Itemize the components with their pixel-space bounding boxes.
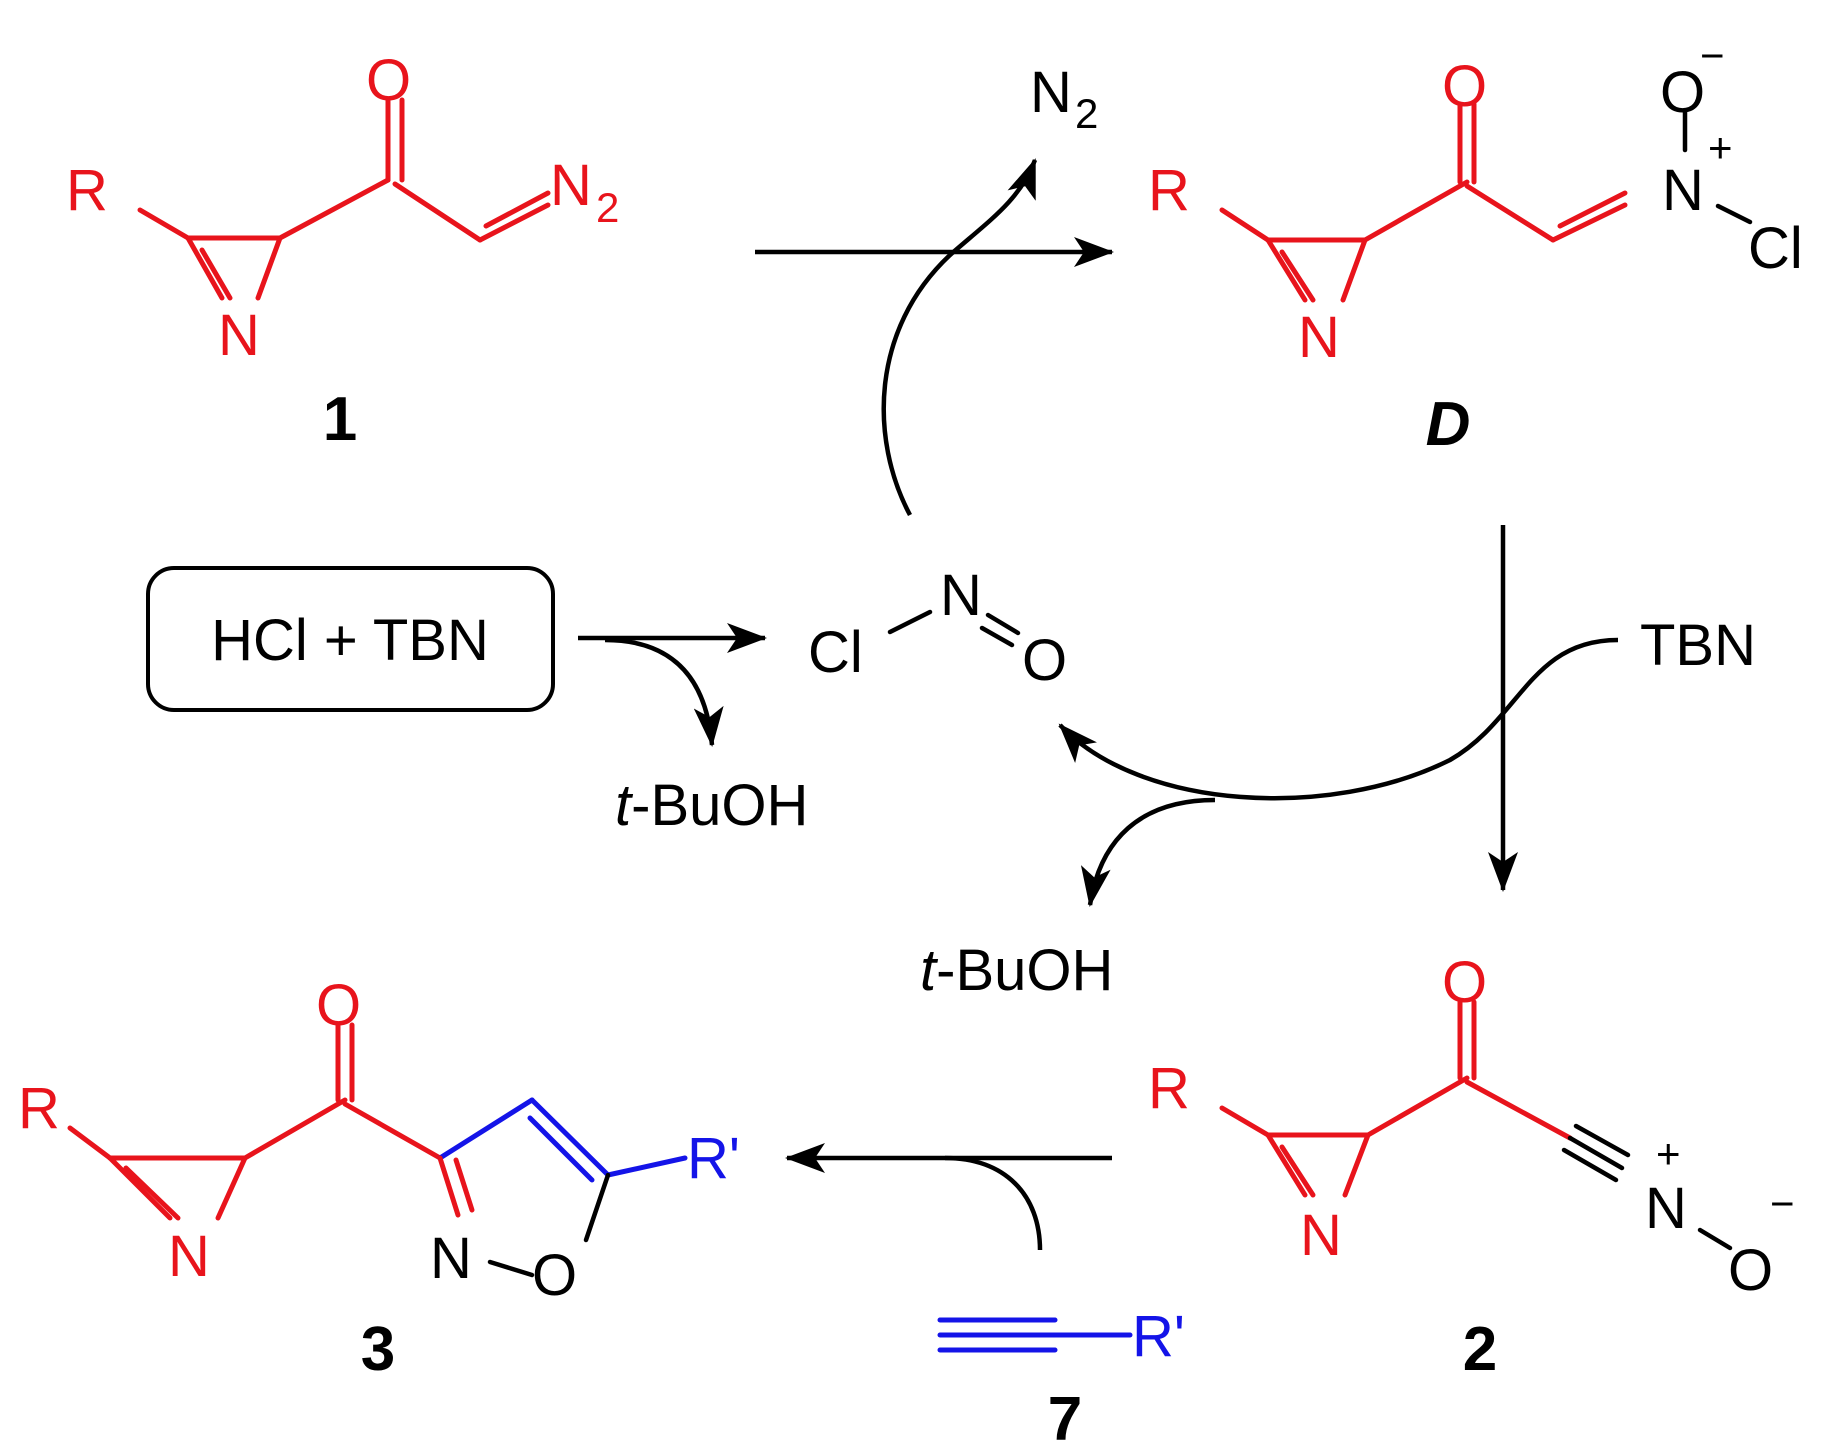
compound-1: R O N N 2 1: [66, 48, 619, 454]
plus-charge: +: [1656, 1130, 1681, 1177]
svg-text:t-BuOH: t-BuOH: [615, 773, 808, 838]
oxygen-label: O: [1660, 60, 1705, 125]
n2-main: N: [1030, 60, 1072, 125]
carbonyl-oxygen-label: O: [366, 48, 411, 113]
tbuoh-italic-t: t: [920, 938, 939, 1003]
compound-number-2: 2: [1463, 1315, 1497, 1384]
hcl-tbn-box: HCl + TBN: [146, 566, 555, 712]
diazo-subscript: 2: [596, 184, 619, 231]
tbuoh-left: t-BuOH: [615, 773, 808, 838]
r-prime-label: R': [1132, 1304, 1185, 1369]
minus-charge: −: [1770, 1180, 1795, 1227]
n2-label: N 2: [1030, 60, 1098, 137]
nitrogen-label: N: [940, 563, 982, 628]
tbuoh-right: t-BuOH: [920, 938, 1113, 1003]
compound-number-3: 3: [361, 1315, 395, 1384]
r-group-label: R: [1148, 1056, 1190, 1121]
chlorine-label: Cl: [808, 620, 863, 685]
arrow-to-tbuoh-left: [604, 637, 724, 747]
intermediate-label-d: D: [1426, 390, 1471, 459]
arrow-nocl-to-n2: [881, 158, 1038, 517]
compound-2: R O N N + O − 2: [1148, 950, 1795, 1384]
azirine-nitrogen-label: N: [168, 1224, 210, 1289]
azirine-nitrogen-label: N: [218, 303, 260, 368]
tbuoh-italic-t: t: [615, 773, 634, 838]
r-group-label: R: [1148, 158, 1190, 223]
isoxazole-oxygen-label: O: [532, 1243, 577, 1308]
oxygen-label: O: [1728, 1238, 1773, 1303]
arrow-7-joins: [944, 1155, 1043, 1251]
carbonyl-oxygen-label: O: [1442, 54, 1487, 119]
compound-3: R O N R' N O 3: [18, 973, 740, 1384]
diazo-nitrogen-label: N: [550, 153, 592, 218]
nitrogen-label: N: [1645, 1176, 1687, 1241]
tbn-label: TBN: [1640, 613, 1756, 678]
oxygen-label: O: [1022, 628, 1067, 693]
r-group-label: R: [66, 158, 108, 223]
box-text: HCl + TBN: [211, 608, 489, 673]
n2-subscript: 2: [1075, 90, 1098, 137]
alkyne-7: R' 7: [937, 1304, 1185, 1451]
carbonyl-oxygen-label: O: [316, 973, 361, 1038]
chlorine-label: Cl: [1748, 216, 1803, 281]
plus-charge: +: [1708, 124, 1733, 171]
intermediate-d: R O N N + O − Cl D: [1148, 32, 1803, 459]
azirine-nitrogen-label: N: [1298, 305, 1340, 370]
nitrosyl-chloride: Cl N O: [808, 563, 1067, 693]
arrow-tbn-to-nocl: [1058, 637, 1619, 801]
carbonyl-oxygen-label: O: [1442, 950, 1487, 1015]
arrow-to-tbuoh-right: [1080, 797, 1216, 907]
minus-charge: −: [1700, 32, 1725, 79]
r-group-label: R: [18, 1076, 60, 1141]
tbuoh-rest: -BuOH: [631, 773, 808, 838]
svg-text:t-BuOH: t-BuOH: [920, 938, 1113, 1003]
azirine-nitrogen-label: N: [1300, 1203, 1342, 1268]
r-prime-label: R': [687, 1126, 740, 1191]
nitrogen-label: N: [1662, 158, 1704, 223]
tbuoh-rest: -BuOH: [936, 938, 1113, 1003]
compound-number-1: 1: [323, 385, 357, 454]
isoxazole-nitrogen-label: N: [430, 1226, 472, 1291]
compound-number-7: 7: [1048, 1385, 1082, 1451]
